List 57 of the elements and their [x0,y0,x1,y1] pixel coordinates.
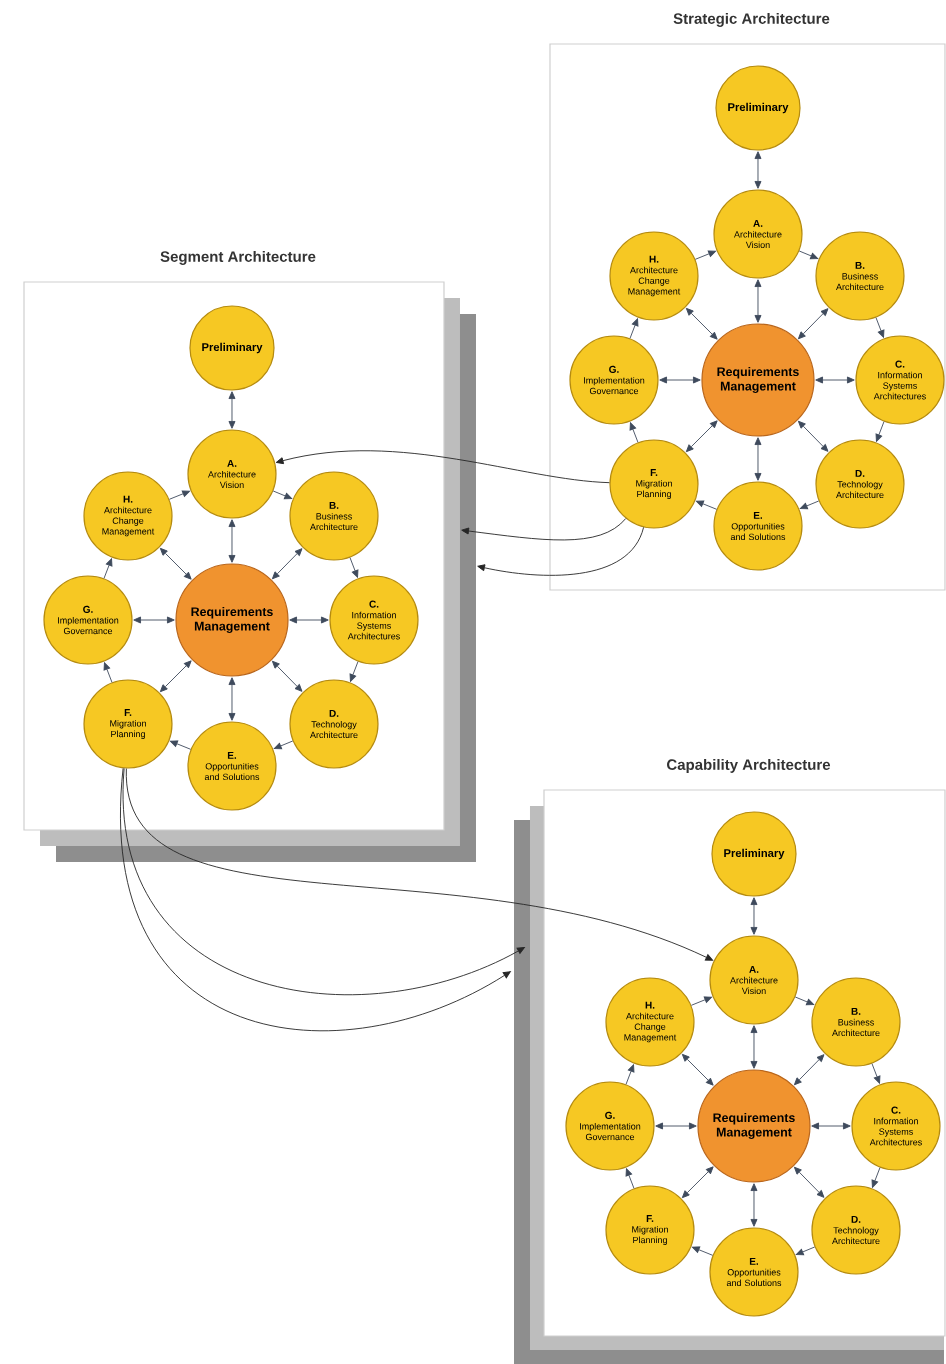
curved-arrow [477,526,645,576]
arrow [349,557,359,578]
arrow [629,318,639,339]
arrow [875,421,885,442]
arrow [793,1054,825,1086]
arrow [681,1166,714,1199]
arrow [797,420,829,452]
arrow [289,616,329,624]
arrow [794,996,815,1006]
curved-arrow [461,518,627,541]
arrow [629,422,639,443]
arrow [168,490,191,500]
arrow [797,308,829,340]
arrow [228,391,236,429]
arrow [750,1183,758,1227]
arrow [133,616,175,624]
arrow [169,740,192,750]
arrow [875,317,885,338]
arrow [272,490,293,500]
arrow [271,548,303,580]
arrow [685,420,718,453]
arrow [159,660,192,693]
arrow [815,376,855,384]
arrow [695,500,718,510]
arrow [871,1063,881,1084]
arrow [799,500,820,510]
arrow [349,661,359,682]
arrow [271,660,303,692]
arrow [750,1025,758,1069]
arrow [795,1246,816,1256]
arrow [793,1166,825,1198]
arrow [798,250,819,260]
arrow [750,897,758,935]
arrow [694,250,717,260]
arrow [871,1167,881,1188]
arrow [273,740,294,750]
curved-arrow [120,767,511,1032]
curved-arrow [125,768,714,961]
arrow [754,279,762,323]
arrow [228,677,236,721]
curved-arrow [275,450,610,484]
arrow [655,1122,697,1130]
arrow [691,1246,714,1256]
arrow [811,1122,851,1130]
arrow [625,1168,635,1189]
curved-arrow [123,767,525,996]
arrow [625,1064,635,1085]
arrow [659,376,701,384]
arrow [103,662,113,683]
arrow [228,519,236,563]
arrow [681,1053,714,1086]
arrow [690,996,713,1006]
arrow [159,547,192,580]
arrow [754,151,762,189]
arrow [754,437,762,481]
arrow [103,558,113,579]
arrow [685,307,718,340]
